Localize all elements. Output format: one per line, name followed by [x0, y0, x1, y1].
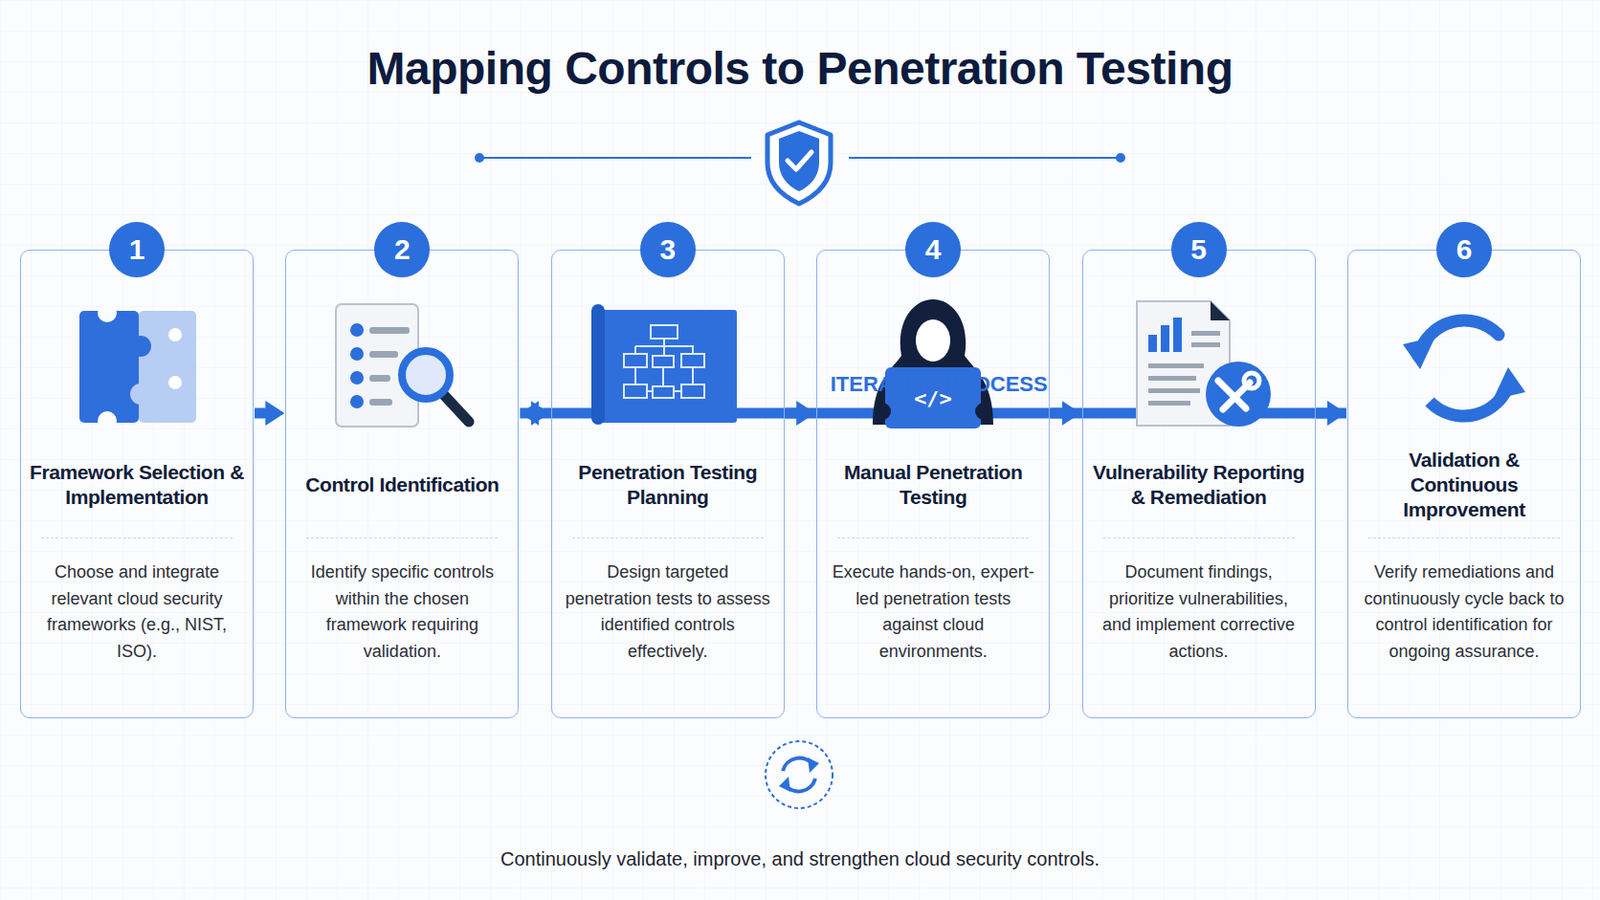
- hacker-icon: [872, 299, 994, 429]
- process-card: 3Penetration Testing PlanningDesign targ…: [551, 249, 785, 719]
- report-icon: [1136, 301, 1271, 427]
- process-card: 4Manual Penetration TestingExecute hands…: [816, 249, 1050, 719]
- step-description: Document findings, prioritize vulnerabil…: [1095, 559, 1303, 667]
- card-divider: [1368, 537, 1560, 539]
- process-card: 6Validation & Continuous ImprovementVeri…: [1347, 249, 1581, 719]
- process-card: 1Framework Selection & ImplementationCho…: [20, 249, 254, 719]
- step-description: Design targeted penetration tests to ass…: [564, 559, 772, 667]
- step-number: 2: [374, 222, 430, 278]
- step-heading: Control Identification: [293, 441, 511, 530]
- card-divider: [306, 537, 498, 539]
- checklist-icon: [335, 304, 469, 427]
- step-heading: Validation & Continuous Improvement: [1355, 441, 1573, 530]
- card-divider: [41, 537, 233, 539]
- step-number: 5: [1171, 222, 1227, 278]
- card-divider: [1103, 537, 1295, 539]
- step-description: Execute hands-on, expert-led penetration…: [829, 559, 1037, 667]
- puzzle-icon: [79, 303, 197, 431]
- card-divider: [572, 537, 764, 539]
- step-number: 4: [905, 222, 961, 278]
- process-card: 2Control IdentificationIdentify specific…: [285, 249, 519, 719]
- edge-label: ITERATIVE PROCESS: [830, 372, 1048, 398]
- card-divider: [837, 537, 1029, 539]
- step-description: Identify specific controls within the ch…: [298, 559, 506, 667]
- cycle-icon: [1402, 320, 1526, 417]
- flow-arrow: [254, 408, 273, 420]
- diagram-title: Mapping Controls to Penetration Testing: [0, 42, 1600, 95]
- step-description: Verify remediations and continuously cyc…: [1360, 559, 1568, 667]
- step-heading: Penetration Testing Planning: [559, 441, 777, 530]
- step-description: Choose and integrate relevant cloud secu…: [33, 559, 241, 667]
- iterative-icon: [765, 741, 833, 809]
- process-card: 5Vulnerability Reporting & RemediationDo…: [1082, 249, 1316, 719]
- step-heading: Framework Selection & Implementation: [28, 441, 245, 530]
- step-number: 3: [640, 222, 696, 278]
- blueprint-icon: [591, 304, 737, 425]
- step-number: 6: [1436, 222, 1492, 278]
- step-number: 1: [109, 222, 165, 278]
- shield-icon: [767, 122, 831, 204]
- step-heading: Manual Penetration Testing: [824, 441, 1042, 530]
- step-heading: Vulnerability Reporting & Remediation: [1090, 441, 1308, 530]
- diagram-caption: Continuously validate, improve, and stre…: [0, 848, 1600, 871]
